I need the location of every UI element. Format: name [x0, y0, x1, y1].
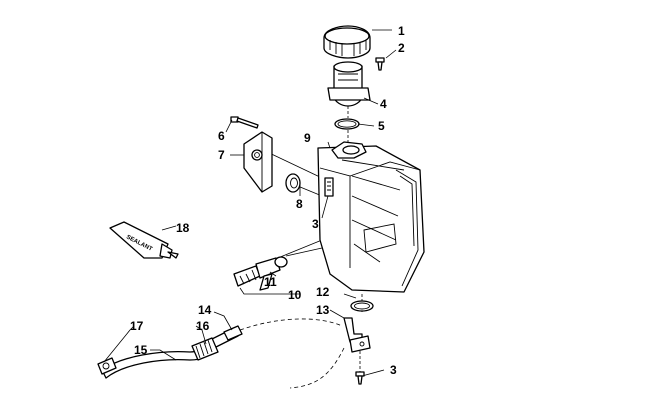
filler-neck: [327, 61, 371, 107]
callout-8: 8: [296, 197, 303, 211]
callouts: 1 2 3 3 4 5 6 7 8 9 10 11 12 13 14 15 16…: [130, 24, 405, 377]
callout-12: 12: [316, 285, 330, 299]
bracket-7: [243, 131, 273, 193]
callout-17: 17: [130, 319, 144, 333]
callout-1: 1: [398, 24, 405, 38]
callout-5: 5: [378, 119, 385, 133]
o-ring-5: [334, 118, 360, 130]
callout-16: 16: [196, 319, 210, 333]
callout-4: 4: [380, 97, 387, 111]
leader-lines: [103, 29, 397, 377]
screw-3-lower: [355, 371, 365, 385]
fuel-tank: [317, 141, 425, 293]
sealant-tube: SEALANT: [109, 221, 179, 259]
callout-14: 14: [198, 303, 212, 317]
callout-9: 9: [304, 131, 311, 145]
o-ring-12: [350, 300, 374, 312]
fuel-fitting: [233, 256, 288, 291]
callout-7: 7: [218, 148, 225, 162]
callout-11: 11: [264, 275, 277, 289]
filler-cap: [323, 25, 371, 59]
callout-18: 18: [176, 221, 190, 235]
pickup-tube: [343, 317, 371, 353]
callout-10: 10: [288, 288, 302, 302]
callout-6: 6: [218, 129, 225, 143]
callout-2: 2: [398, 41, 405, 55]
callout-3-lower: 3: [390, 363, 397, 377]
callout-13: 13: [316, 303, 330, 317]
screw-2: [375, 57, 385, 71]
callout-3-upper: 3: [312, 217, 319, 231]
callout-15: 15: [134, 343, 148, 357]
grommet-8: [285, 173, 301, 193]
bolt-6: [230, 116, 259, 129]
